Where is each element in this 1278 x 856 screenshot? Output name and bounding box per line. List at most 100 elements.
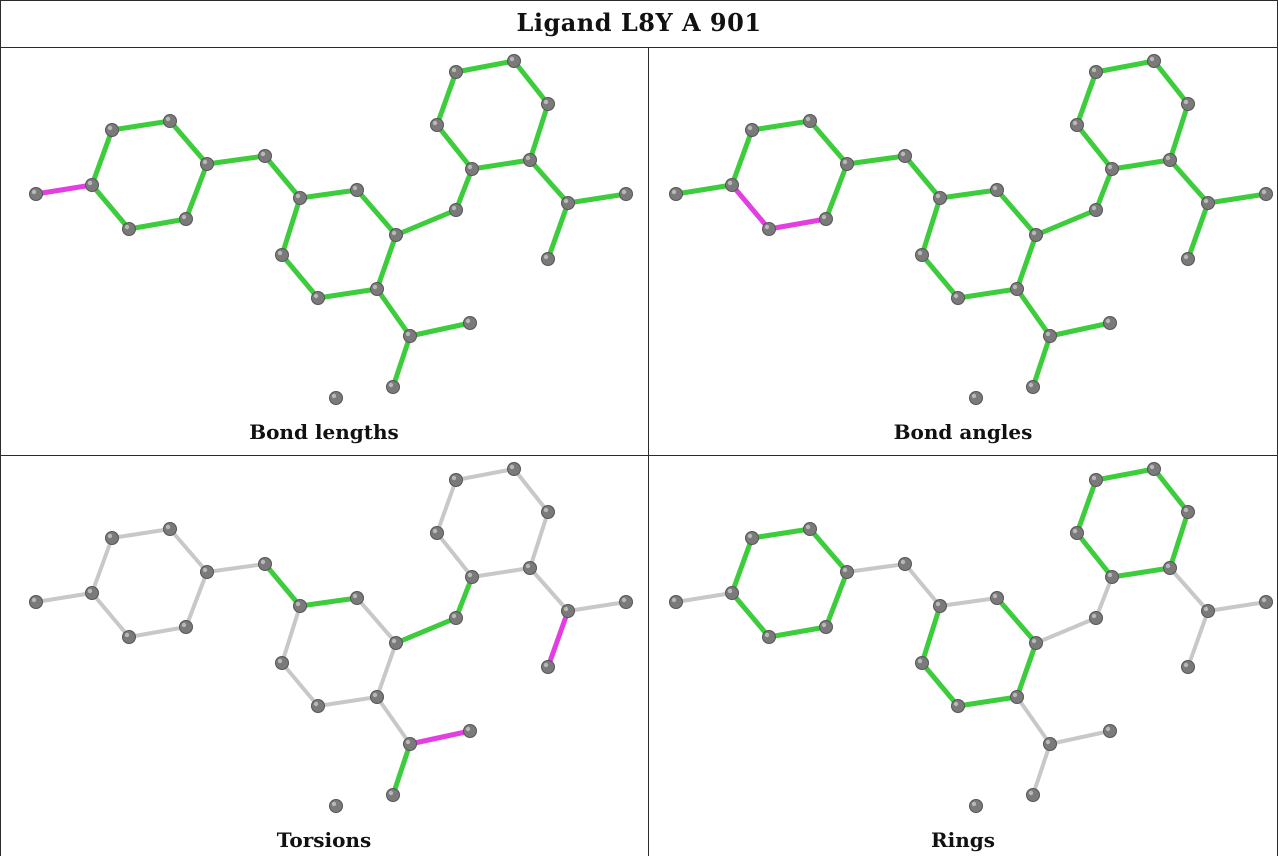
atom bbox=[951, 291, 965, 305]
atom bbox=[200, 157, 214, 171]
atom-highlight bbox=[1203, 606, 1209, 612]
bond bbox=[955, 694, 1020, 709]
atom-highlight bbox=[917, 658, 923, 664]
atom bbox=[951, 699, 965, 713]
bond bbox=[262, 153, 303, 201]
bond bbox=[1093, 58, 1157, 75]
bond bbox=[33, 182, 95, 197]
atom-highlight bbox=[525, 155, 531, 161]
atom bbox=[370, 690, 384, 704]
bond bbox=[435, 531, 474, 579]
bond bbox=[749, 526, 813, 541]
bond bbox=[545, 200, 571, 262]
bond bbox=[204, 153, 268, 167]
bond bbox=[90, 536, 114, 595]
atom bbox=[1026, 788, 1040, 802]
atom bbox=[386, 788, 400, 802]
atom-highlight bbox=[971, 801, 977, 807]
atom-highlight bbox=[935, 601, 941, 607]
atom bbox=[561, 604, 575, 618]
bond bbox=[749, 118, 813, 133]
atom bbox=[1070, 118, 1084, 132]
bond bbox=[1109, 157, 1173, 172]
bond bbox=[1167, 509, 1191, 571]
atom bbox=[463, 316, 477, 330]
atom-highlight bbox=[107, 533, 113, 539]
atom bbox=[386, 380, 400, 394]
bond bbox=[937, 187, 1000, 201]
bond bbox=[766, 216, 829, 232]
atom bbox=[465, 570, 479, 584]
atom-highlight bbox=[1105, 318, 1111, 324]
atom bbox=[819, 620, 833, 634]
atom-highlight bbox=[543, 662, 549, 668]
atom-highlight bbox=[621, 597, 627, 603]
atom bbox=[275, 248, 289, 262]
bond bbox=[1167, 101, 1191, 163]
bond bbox=[374, 286, 413, 339]
page-title: Ligand L8Y A 901 bbox=[516, 8, 762, 37]
atom bbox=[762, 630, 776, 644]
bond bbox=[729, 535, 755, 596]
bond bbox=[316, 695, 379, 708]
atom-highlight bbox=[1091, 67, 1097, 73]
border-left bbox=[0, 0, 1, 856]
bond bbox=[297, 595, 360, 609]
atom-highlight bbox=[405, 739, 411, 745]
atom-highlight bbox=[1028, 790, 1034, 796]
atom bbox=[389, 228, 403, 242]
atom-highlight bbox=[313, 701, 319, 707]
atom bbox=[122, 630, 136, 644]
atom-highlight bbox=[563, 606, 569, 612]
bond bbox=[919, 603, 943, 666]
atom-highlight bbox=[900, 559, 906, 565]
bond bbox=[354, 187, 399, 238]
atom bbox=[803, 114, 817, 128]
atom-highlight bbox=[467, 164, 473, 170]
bond bbox=[1047, 320, 1113, 339]
atom bbox=[350, 183, 364, 197]
bond bbox=[994, 187, 1039, 238]
atom-highlight bbox=[87, 180, 93, 186]
bond bbox=[393, 615, 459, 646]
atom-highlight bbox=[1091, 475, 1097, 481]
atom-highlight bbox=[388, 382, 394, 388]
atom bbox=[669, 595, 683, 609]
atom bbox=[1103, 316, 1117, 330]
atom-highlight bbox=[432, 528, 438, 534]
bond bbox=[110, 527, 172, 540]
atom bbox=[725, 586, 739, 600]
atom bbox=[311, 699, 325, 713]
bond bbox=[375, 695, 412, 746]
atom bbox=[933, 191, 947, 205]
atom bbox=[933, 599, 947, 613]
atom bbox=[1259, 187, 1273, 201]
atom-highlight bbox=[764, 224, 770, 230]
atom bbox=[329, 391, 343, 405]
atom-highlight bbox=[1045, 739, 1051, 745]
atom-highlight bbox=[563, 198, 569, 204]
torsions-label: Torsions bbox=[276, 828, 372, 852]
bond bbox=[807, 118, 850, 167]
atom bbox=[1147, 54, 1161, 68]
atom-highlight bbox=[953, 701, 959, 707]
bond bbox=[89, 182, 132, 232]
bond bbox=[1185, 200, 1211, 262]
atom-highlight bbox=[900, 151, 906, 157]
atom-highlight bbox=[451, 475, 457, 481]
atom bbox=[1163, 561, 1177, 575]
atom-highlight bbox=[1107, 164, 1113, 170]
bond bbox=[434, 69, 459, 128]
bond bbox=[279, 195, 303, 258]
bond bbox=[1205, 191, 1269, 206]
atom bbox=[1201, 604, 1215, 618]
bond bbox=[1168, 566, 1210, 613]
atom bbox=[1181, 660, 1195, 674]
atom bbox=[449, 611, 463, 625]
atom-highlight bbox=[509, 464, 515, 470]
atom-highlight bbox=[621, 189, 627, 195]
bond bbox=[512, 467, 550, 514]
bond bbox=[1206, 600, 1268, 613]
atom bbox=[1026, 380, 1040, 394]
atom-highlight bbox=[764, 632, 770, 638]
